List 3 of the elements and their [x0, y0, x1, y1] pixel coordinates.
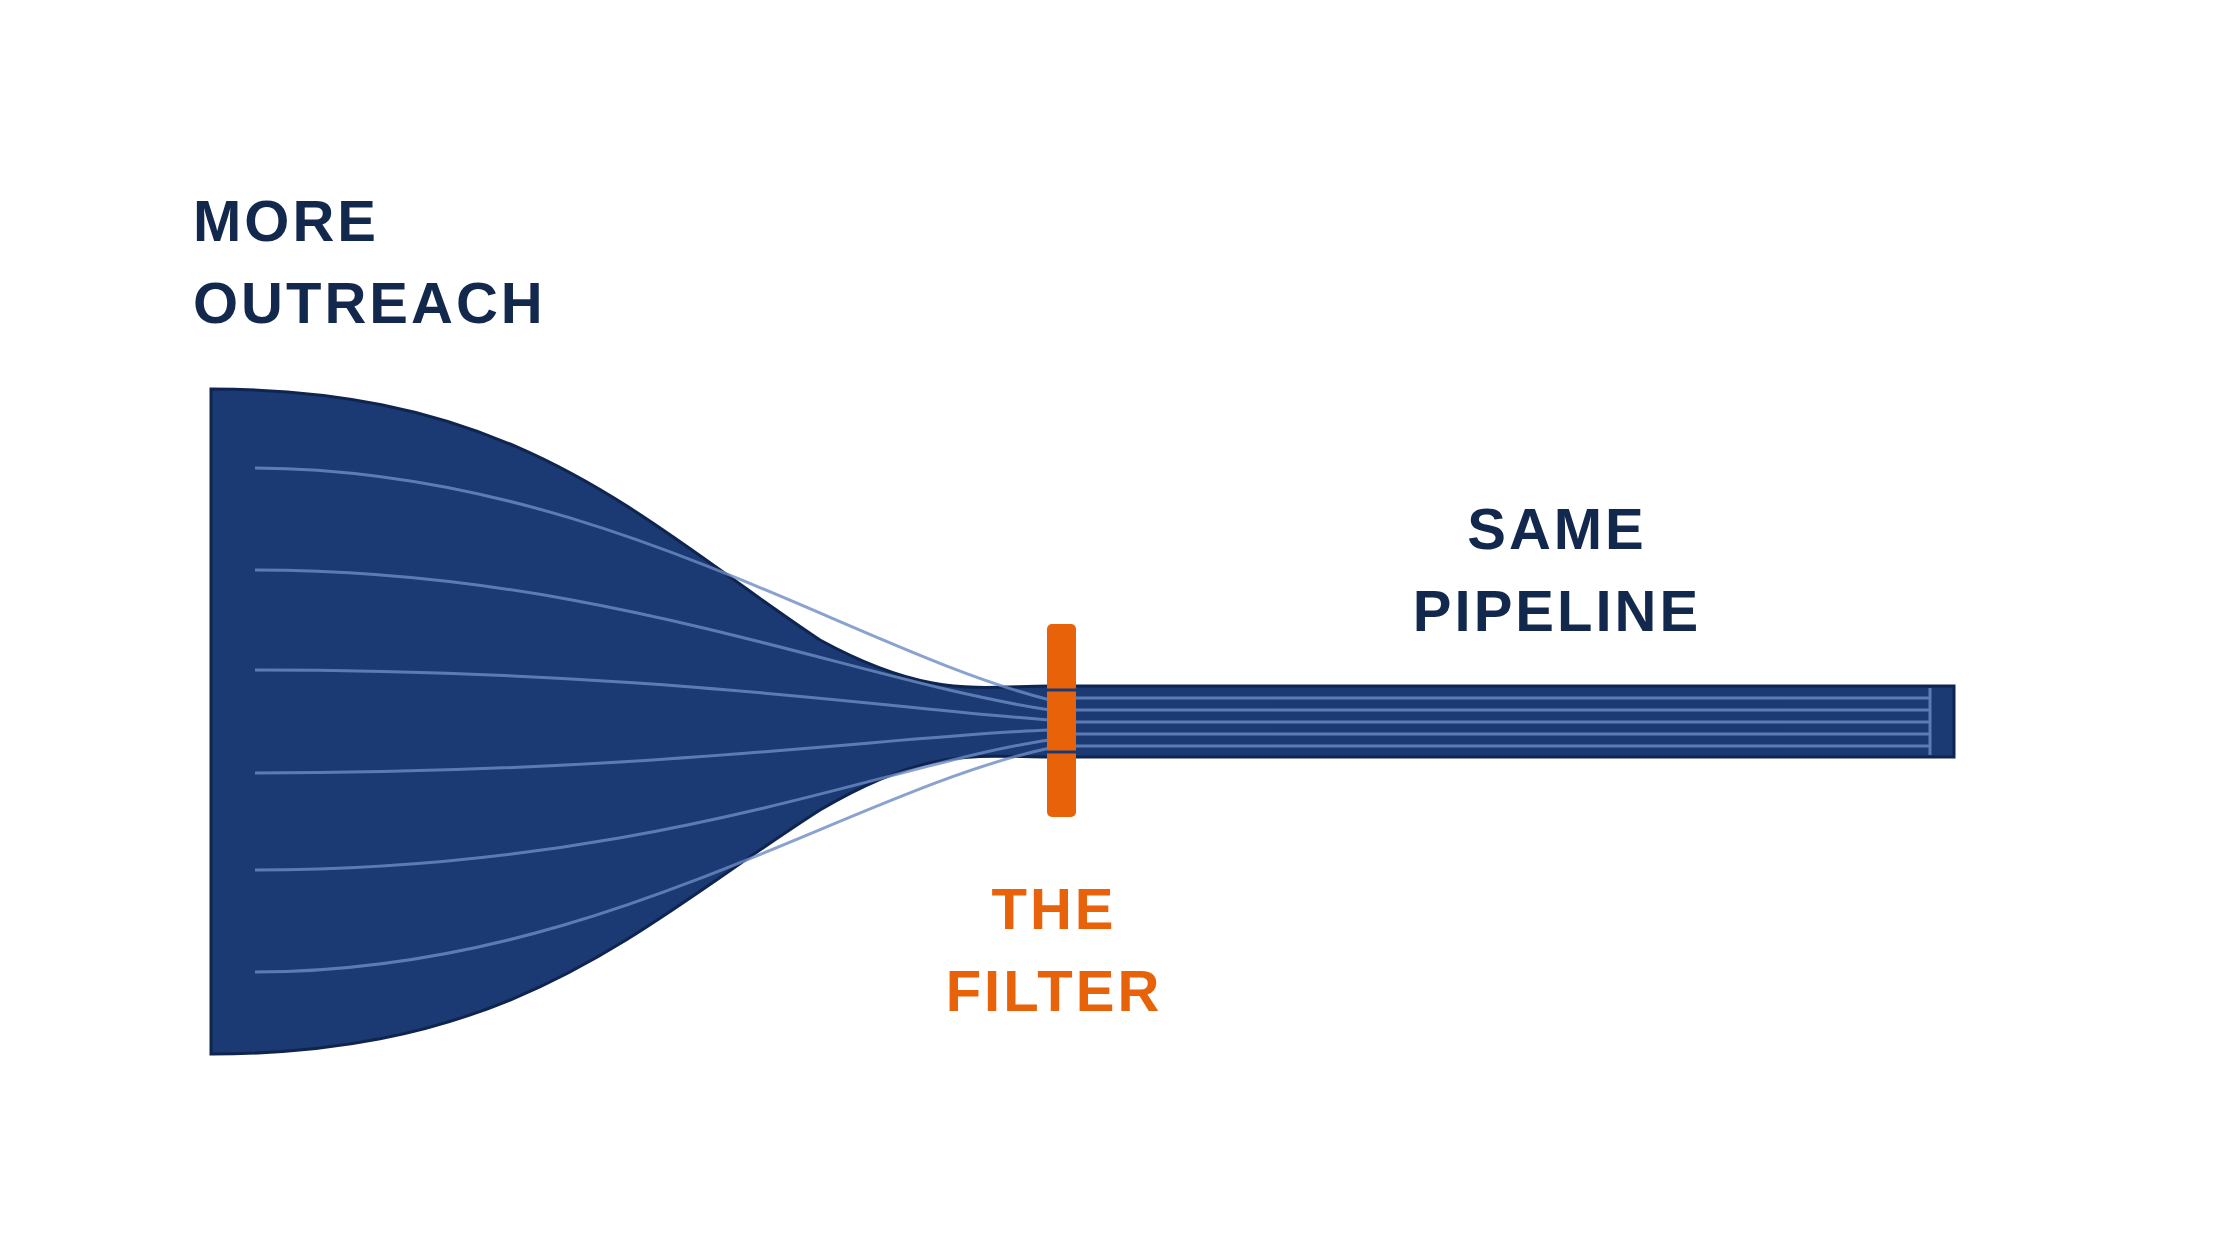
filter-label: THE FILTER: [944, 875, 1164, 1025]
heading-label: MORE OUTREACH: [193, 187, 547, 337]
heading-label: SAME PIPELINE: [1411, 495, 1703, 645]
